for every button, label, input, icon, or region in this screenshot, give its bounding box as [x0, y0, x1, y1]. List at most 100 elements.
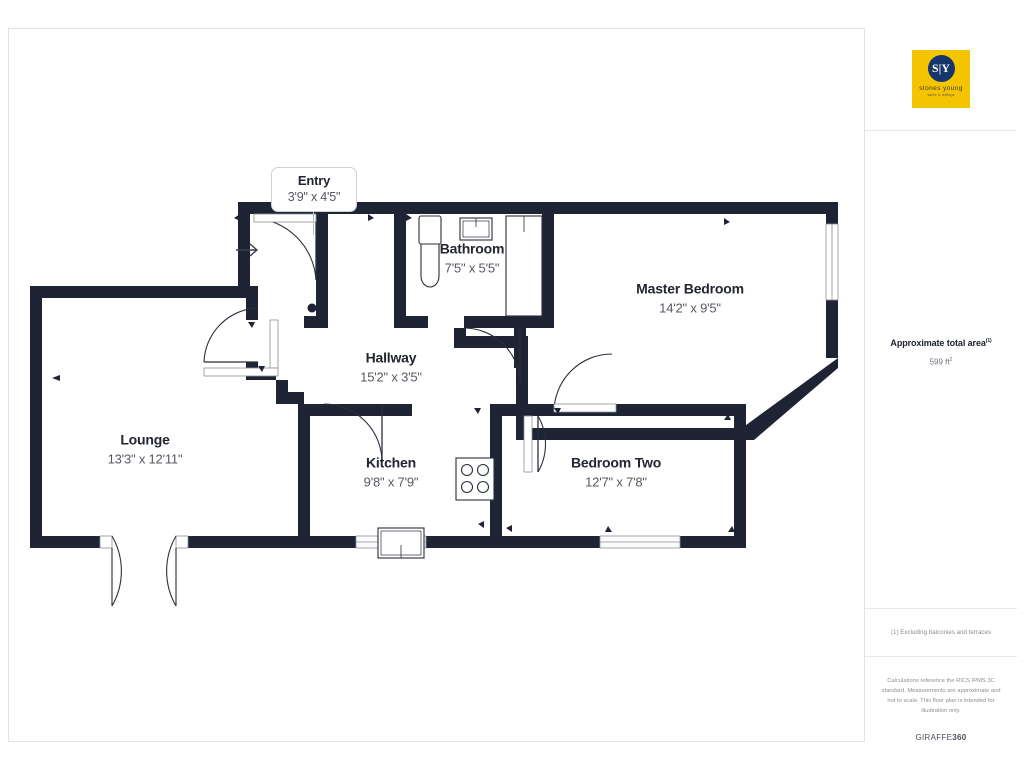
- wall-lounge-top-right-stub: [246, 286, 258, 320]
- wall-lounge-outer: [30, 286, 258, 548]
- floor-plan-canvas: Entry 3'9" x 4'5" Bathroom 7'5" x 5'5" M…: [8, 28, 864, 742]
- tick-top-c: [406, 214, 412, 221]
- wall-bedroom2-bottom-left: [502, 536, 600, 548]
- wall-master-right-upper: [826, 202, 838, 224]
- door-arc-kitchen: [323, 403, 383, 463]
- shower-enclosure-icon: [505, 215, 543, 317]
- tick-bed2-tm: [656, 410, 663, 416]
- door-arc-entry: [253, 217, 317, 281]
- tick-hall-a: [248, 322, 255, 328]
- tick-bed2-bl: [506, 525, 512, 532]
- wall-hallway-stub-a: [304, 316, 328, 328]
- total-area-unit-superscript: 2: [949, 357, 953, 363]
- wall-kitchen-bottom-right: [426, 536, 502, 548]
- lounge-name: Lounge: [120, 431, 170, 448]
- bathroom-name: Bathroom: [439, 240, 505, 257]
- wall-bedroom2-bottom-right: [680, 536, 746, 548]
- door-frame-lounge-left: [99, 535, 113, 549]
- wall-bedroom2-right: [734, 404, 746, 548]
- hob-icon: [455, 457, 495, 501]
- room-label-hallway: Hallway 15'2" x 3'5": [360, 350, 422, 385]
- disclaimer-block: Calculations reference the RICS IPMS 3C …: [865, 656, 1017, 745]
- disclaimer-text: Calculations reference the RICS IPMS 3C …: [881, 678, 1001, 715]
- room-label-lounge: Lounge 13'3" x 12'11": [108, 432, 183, 467]
- total-area-title-superscript: (1): [985, 338, 992, 344]
- door-arc-hall-bed2: [553, 353, 613, 413]
- total-area-title-text: Approximate total area: [890, 338, 986, 348]
- room-label-kitchen: Kitchen 9'8" x 7'9": [364, 455, 419, 490]
- logo-badge: S|Y stones young sales & lettings: [912, 50, 970, 108]
- door-arc-lounge-french-right: [166, 535, 177, 607]
- door-arc-lounge-french-left: [111, 535, 122, 607]
- hallway-dimensions: 15'2" x 3'5": [360, 369, 422, 385]
- wall-master-right-lower: [826, 300, 838, 358]
- door-panel-kitchen-sill: [203, 367, 279, 377]
- door-panel-lounge: [269, 319, 279, 369]
- wall-master-angled: [742, 358, 838, 440]
- bathroom-fixtures: [418, 215, 543, 317]
- wall-bedroom2-left-upper: [516, 336, 528, 440]
- floor-plan-svg: [30, 202, 839, 607]
- toilet-bowl-icon: [420, 243, 440, 288]
- wall-bathroom-bottom-right: [464, 316, 554, 328]
- tick-master-top: [724, 218, 730, 225]
- wall-entry-left: [238, 202, 250, 288]
- logo-tagline: sales & lettings: [927, 93, 955, 97]
- info-side-panel: S|Y stones young sales & lettings Approx…: [864, 28, 1017, 745]
- wall-entry-right: [316, 208, 328, 318]
- giraffe360-brand: GIRAFFE360: [881, 731, 1001, 745]
- room-label-entry: Entry 3'9" x 4'5": [271, 167, 357, 212]
- windows-group: [99, 223, 839, 549]
- tick-lounge-left: [52, 375, 60, 381]
- tick-bed2-top: [554, 408, 561, 414]
- wall-hallway-cross: [454, 336, 528, 348]
- door-panel-bedroom2: [523, 415, 533, 473]
- total-area-number: 599 ft: [929, 357, 950, 367]
- door-arc-lounge: [203, 307, 259, 363]
- wall-bathroom-bottom-left: [394, 316, 428, 328]
- master-bedroom-name: Master Bedroom: [636, 280, 744, 297]
- entrance-arrow-icon: [236, 243, 259, 257]
- door-panel-bed2-sill: [553, 403, 617, 413]
- tick-kitchen-top: [474, 408, 481, 414]
- wall-kitchen-left: [298, 404, 310, 548]
- wall-lounge-bottom-left: [30, 536, 100, 548]
- entry-point-marker: [307, 303, 317, 313]
- bedroom-two-dimensions: 12'7" x 7'8": [585, 474, 647, 490]
- door-panel-entry: [253, 213, 317, 223]
- brand-suffix: 360: [952, 732, 967, 742]
- tick-kitchen-br: [478, 521, 484, 528]
- wall-kitchen-top: [298, 404, 412, 416]
- toilet-cistern-icon: [418, 215, 442, 245]
- door-arc-bathroom: [463, 327, 521, 385]
- wall-master-bottom: [528, 428, 754, 440]
- excluding-note: (1) Excluding balconies and terraces: [890, 628, 992, 636]
- panel-divider-middle: [865, 608, 1017, 609]
- tick-bed2-bm: [605, 526, 612, 532]
- kitchen-dimensions: 9'8" x 7'9": [363, 474, 419, 490]
- wall-hallway-kitchen-b: [276, 380, 288, 404]
- entry-dimensions: 3'9" x 4'5": [287, 190, 341, 204]
- lounge-dimensions: 13'3" x 12'11": [107, 451, 183, 467]
- wall-top-main: [238, 202, 838, 214]
- wall-lounge-bottom-right: [188, 536, 304, 548]
- entry-name: Entry: [297, 173, 331, 188]
- room-label-bedroom-two: Bedroom Two 12'7" x 7'8": [571, 455, 661, 490]
- tick-hall-b: [258, 366, 265, 372]
- page-border: [8, 28, 1016, 742]
- logo-monogram: S|Y: [927, 55, 955, 82]
- wall-kitchen-right: [490, 404, 502, 548]
- total-area-block: Approximate total area(1) 599 ft2: [865, 338, 1017, 367]
- hallway-name: Hallway: [365, 349, 417, 366]
- kitchen-fixtures: [377, 457, 495, 559]
- wall-bathroom-left: [394, 208, 406, 328]
- door-frame-lounge-right: [175, 535, 189, 549]
- brand-prefix: GIRAFFE: [915, 732, 953, 742]
- tick-bed2-tr: [724, 414, 731, 420]
- bedroom-two-name: Bedroom Two: [570, 454, 662, 471]
- master-bedroom-dimensions: 14'2" x 9'5": [659, 300, 721, 316]
- dimension-ticks: [52, 214, 735, 532]
- agency-logo: S|Y stones young sales & lettings: [865, 28, 1017, 130]
- walls-group: [30, 202, 838, 548]
- total-area-value: 599 ft2: [865, 357, 1017, 367]
